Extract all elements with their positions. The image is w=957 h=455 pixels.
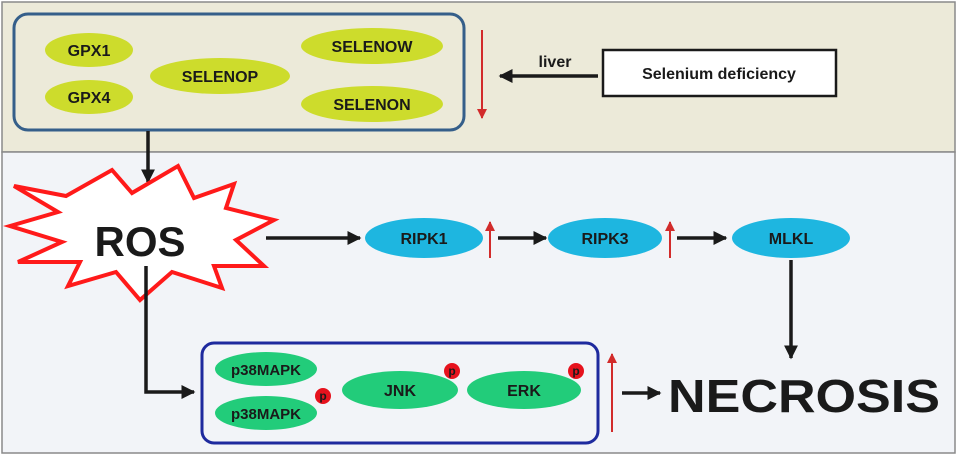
p38mapk-upper-node <box>215 352 317 386</box>
erk-phospho-badge <box>568 363 584 379</box>
liver-label: liver <box>539 54 572 71</box>
ripk1-node <box>365 218 483 258</box>
selenop-label: SELENOP <box>182 69 259 86</box>
selenon-node <box>301 86 443 122</box>
mlkl-label: MLKL <box>769 231 814 248</box>
jnk-node <box>342 371 458 409</box>
jnk-phospho-label: p <box>448 364 455 378</box>
ros-to-mapk-arrow <box>144 266 196 399</box>
selenow-label: SELENOW <box>332 39 414 56</box>
gpx4-label: GPX4 <box>68 90 111 107</box>
p38mapk-phospho-label: p <box>319 389 326 403</box>
selenium-deficiency-label: Selenium deficiency <box>642 66 796 83</box>
selenium-deficiency-box <box>601 48 838 98</box>
ripk3-label: RIPK3 <box>581 231 628 248</box>
p38mapk-lower-node <box>215 396 317 430</box>
p38mapk-upper-label: p38MAPK <box>231 362 301 379</box>
jnk-phospho-badge <box>444 363 460 379</box>
mlkl-node <box>732 218 850 258</box>
p38mapk-lower-label: p38MAPK <box>231 406 301 423</box>
erk-phospho-label: p <box>572 364 579 378</box>
ros-burst <box>3 163 280 303</box>
selenow-node <box>301 28 443 64</box>
p38mapk-phospho-badge <box>315 388 331 404</box>
selenop-node <box>150 58 290 94</box>
gpx1-label: GPX1 <box>68 43 111 60</box>
gpx1-node <box>45 33 133 67</box>
selenon-label: SELENON <box>333 97 410 114</box>
ripk1-label: RIPK1 <box>400 231 447 248</box>
erk-node <box>467 371 581 409</box>
gpx4-node <box>45 80 133 114</box>
ripk3-node <box>548 218 662 258</box>
jnk-label: JNK <box>384 383 416 400</box>
ros-label: ROS <box>94 218 185 265</box>
erk-label: ERK <box>507 383 541 400</box>
necrosis-label: NECROSIS <box>668 370 940 422</box>
